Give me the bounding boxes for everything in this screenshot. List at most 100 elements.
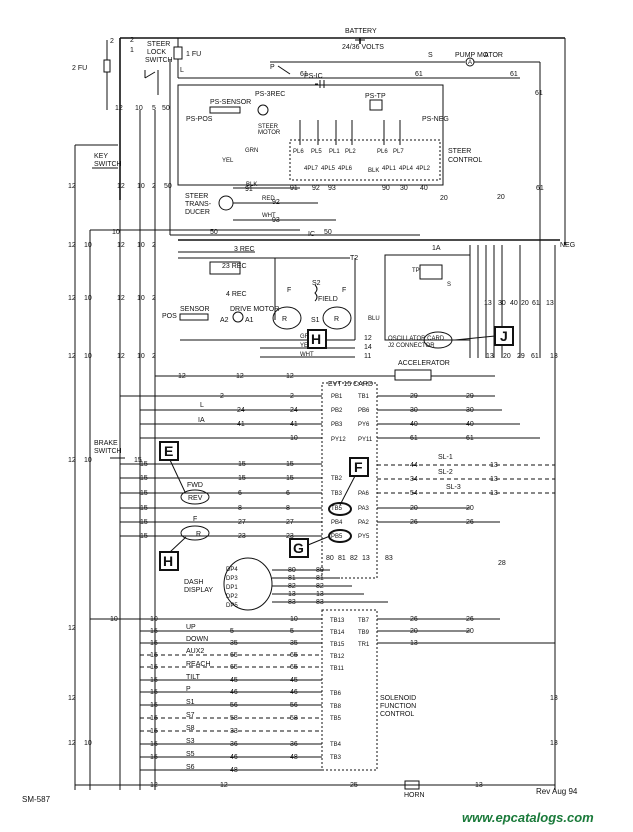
svg-text:35: 35 [230,640,238,647]
svg-text:REV: REV [188,495,203,502]
svg-text:40: 40 [420,185,428,192]
callout-e: E [164,443,173,459]
svg-text:61: 61 [466,435,474,442]
solenoid-card: SOLENOID FUNCTION CONTROL TB13 TB14 TB15… [321,609,555,771]
svg-text:ACCELERATOR: ACCELERATOR [398,360,450,367]
svg-text:13: 13 [490,476,498,483]
svg-text:AUX2: AUX2 [186,648,204,655]
svg-text:DP3: DP3 [226,576,238,582]
sm-number: SM-587 [22,795,51,804]
svg-text:46: 46 [230,689,238,696]
battery-volts-label: 24/36 VOLTS [342,44,384,51]
svg-text:13: 13 [550,740,558,747]
svg-text:46: 46 [290,689,298,696]
svg-text:DP1: DP1 [226,585,238,591]
svg-text:1A: 1A [432,245,441,252]
svg-text:93: 93 [328,185,336,192]
dash-display: DASH DISPLAY DP4 DP3 DP1 DP2 DP5 80 81 8… [184,557,388,611]
svg-text:15: 15 [140,490,148,497]
svg-text:TB5: TB5 [331,506,343,512]
svg-text:PB2: PB2 [331,408,343,414]
function-switch-rows: 10 10 10 UP DOWN AUX2 REACH TILT P S1 S7… [90,616,322,774]
svg-text:R: R [334,316,339,323]
svg-text:29: 29 [410,393,418,400]
svg-text:80: 80 [288,567,296,574]
svg-text:S1: S1 [186,699,195,706]
fuse2-label: 2 FU [72,65,87,72]
svg-text:STEER: STEER [448,148,471,155]
svg-text:TB1: TB1 [358,394,370,400]
svg-text:93: 93 [272,217,280,224]
svg-text:TB6: TB6 [330,691,342,697]
svg-text:29: 29 [517,353,525,360]
svg-text:91: 91 [245,186,253,193]
svg-text:F: F [342,287,346,294]
svg-text:15: 15 [140,475,148,482]
svg-text:3 REC: 3 REC [234,246,255,253]
svg-text:12: 12 [115,105,123,112]
svg-text:12: 12 [364,335,372,342]
svg-text:20: 20 [440,195,448,202]
svg-text:4PL4: 4PL4 [399,166,414,172]
svg-text:82: 82 [316,583,324,590]
svg-text:PY5: PY5 [358,534,370,540]
svg-text:24: 24 [237,407,245,414]
svg-text:20: 20 [503,353,511,360]
svg-text:S: S [447,282,451,288]
svg-text:61: 61 [300,71,308,78]
svg-text:10: 10 [137,183,145,190]
svg-text:10: 10 [84,353,92,360]
svg-text:DUCER: DUCER [185,209,210,216]
svg-text:S8: S8 [186,725,195,732]
svg-text:15: 15 [150,728,158,735]
svg-text:SOLENOID: SOLENOID [380,695,416,702]
svg-text:13: 13 [410,640,418,647]
svg-text:S6: S6 [186,764,195,771]
svg-text:15: 15 [134,457,142,464]
svg-text:20: 20 [466,505,474,512]
svg-text:RED: RED [262,196,275,202]
svg-text:PA6: PA6 [358,491,370,497]
revision-label: Rev Aug 94 [536,787,578,796]
svg-text:SWITCH: SWITCH [145,57,173,64]
svg-text:MOTOR: MOTOR [258,130,281,136]
evt-card-label: EVT 15 CARD [328,381,373,388]
svg-text:12: 12 [68,740,76,747]
svg-text:POS: POS [162,313,177,320]
svg-text:KEY: KEY [94,153,108,160]
svg-text:90: 90 [382,185,390,192]
svg-text:TB3: TB3 [331,491,343,497]
svg-text:TB3: TB3 [330,755,342,761]
svg-text:PB4: PB4 [331,520,343,526]
svg-text:26: 26 [410,519,418,526]
sl-solenoids: SL-1 SL-2 SL-3 44 34 54 13 13 13 [377,454,555,497]
svg-text:2: 2 [152,353,156,360]
svg-text:PS-NEG: PS-NEG [422,116,449,123]
steer-transducer: STEER TRANS- DUCER BLK RED WHT 91 92 93 [185,182,336,224]
svg-text:40: 40 [410,421,418,428]
svg-text:65: 65 [230,652,238,659]
svg-text:PL7: PL7 [393,149,404,155]
svg-text:S3: S3 [186,738,195,745]
svg-text:20: 20 [466,628,474,635]
callout-h-top: H [311,331,321,347]
svg-text:15: 15 [140,505,148,512]
svg-text:50: 50 [162,105,170,112]
callout-j: J [500,328,508,344]
svg-text:40: 40 [510,300,518,307]
svg-text:20: 20 [497,194,505,201]
svg-text:FWD: FWD [187,482,203,489]
svg-text:DASH: DASH [184,579,203,586]
svg-text:YEL: YEL [222,158,234,164]
svg-text:56: 56 [290,702,298,709]
svg-text:12: 12 [117,242,125,249]
svg-text:IA: IA [198,417,205,424]
svg-text:TB8: TB8 [330,704,342,710]
svg-text:8: 8 [238,505,242,512]
svg-text:13: 13 [550,695,558,702]
svg-text:50: 50 [324,229,332,236]
svg-text:61: 61 [536,185,544,192]
svg-text:A: A [468,60,472,66]
ps-ic-label: PS-IC [304,73,323,80]
